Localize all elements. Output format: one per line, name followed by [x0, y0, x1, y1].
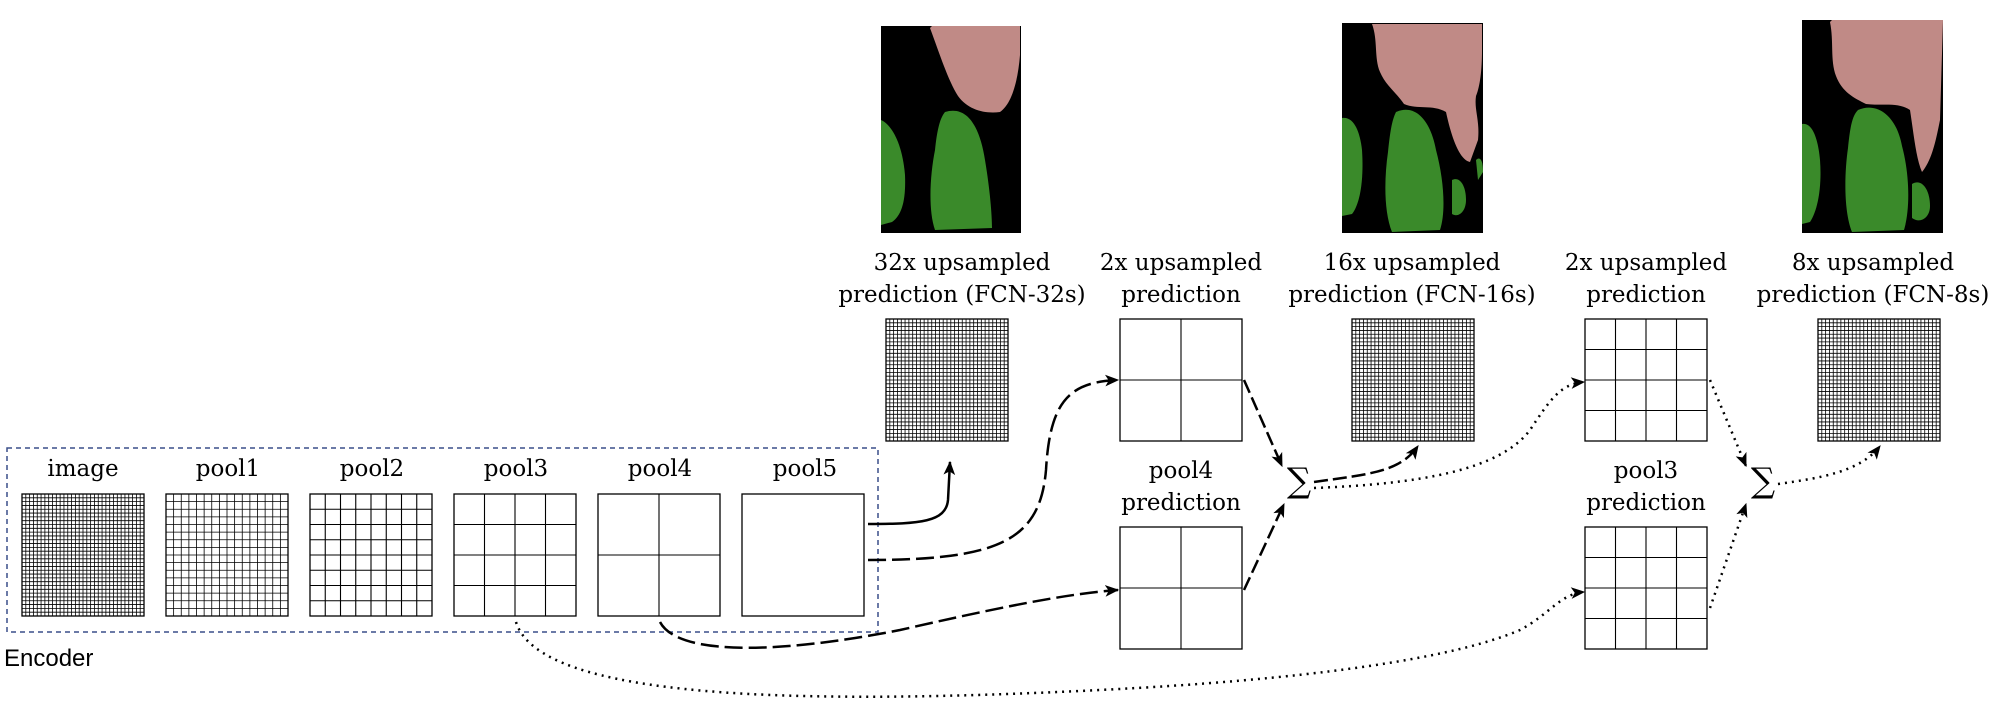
grid-pool4-pred	[1119, 526, 1243, 650]
arrow-pool3-to-pool3pred	[514, 587, 1586, 698]
arrow-sum1-to-up2b	[1313, 377, 1586, 490]
label-pool4-pred-line2: prediction	[1121, 490, 1241, 516]
encoder-label: Encoder	[4, 645, 93, 672]
sum-node-1: ∑	[1287, 461, 1311, 501]
segmentation-fcn16	[1342, 23, 1483, 233]
grid-up2b	[1584, 318, 1708, 442]
layer-label-pool4: pool4	[628, 456, 692, 482]
label-fcn32-line1: 32x upsampled	[874, 250, 1051, 276]
layer-label-pool1: pool1	[196, 456, 260, 482]
label-fcn32-line2: prediction (FCN-32s)	[838, 282, 1085, 308]
grid-pool5	[741, 493, 865, 617]
label-pool4-pred-line1: pool4	[1149, 458, 1213, 484]
grid-up2a	[1119, 318, 1243, 442]
encoder-box	[6, 447, 879, 633]
grid-pool3	[453, 493, 577, 617]
layer-label-image: image	[47, 456, 118, 482]
grid-fcn16	[1351, 318, 1475, 442]
layer-label-pool3: pool3	[484, 456, 548, 482]
arrow-up2a-to-sum1	[1242, 379, 1284, 468]
label-up2b-line2: prediction	[1586, 282, 1706, 308]
segmentation-fcn8	[1802, 20, 1943, 233]
label-pool3-pred-line1: pool3	[1614, 458, 1678, 484]
label-pool3-pred-line2: prediction	[1586, 490, 1706, 516]
layer-label-pool2: pool2	[340, 456, 404, 482]
arrow-sum2-to-fcn8	[1777, 445, 1881, 486]
label-up2a-line2: prediction	[1121, 282, 1241, 308]
label-up2a-line1: 2x upsampled	[1100, 250, 1262, 276]
label-up2b-line1: 2x upsampled	[1565, 250, 1727, 276]
arrow-pool4-to-pool4pred	[658, 585, 1120, 649]
arrow-pool5-to-up2a	[867, 374, 1120, 562]
arrow-pool4pred-to-sum1	[1242, 502, 1286, 591]
layer-label-pool5: pool5	[773, 456, 837, 482]
arrow-up2b-to-sum2	[1708, 379, 1748, 468]
label-fcn8-line1: 8x upsampled	[1792, 250, 1954, 276]
segmentation-fcn32	[881, 26, 1021, 233]
grid-pool2	[309, 493, 433, 617]
arrow-pool5-to-fcn32	[867, 460, 956, 526]
arrow-sum1-to-fcn16	[1313, 445, 1420, 484]
label-fcn16-line1: 16x upsampled	[1324, 250, 1501, 276]
grid-pool3-pred	[1584, 526, 1708, 650]
grid-fcn8	[1817, 318, 1941, 442]
sum-node-2: ∑	[1751, 461, 1775, 501]
grid-pool4	[597, 493, 721, 617]
grid-pool1	[165, 493, 289, 617]
arrow-pool3pred-to-sum2	[1708, 502, 1748, 609]
label-fcn8-line2: prediction (FCN-8s)	[1757, 282, 1990, 308]
grid-fcn32	[885, 318, 1009, 442]
label-fcn16-line2: prediction (FCN-16s)	[1288, 282, 1535, 308]
grid-image	[21, 493, 145, 617]
